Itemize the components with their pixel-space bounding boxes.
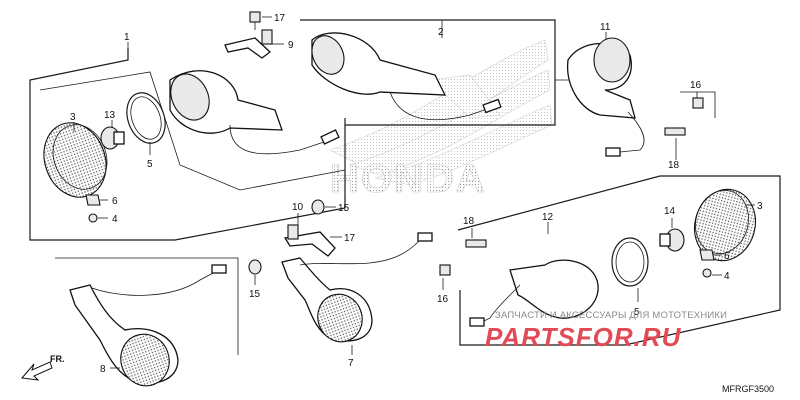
honda-logo-text: HONDA [330, 157, 487, 201]
part-8-turn-signal-rear-left [69, 264, 227, 387]
callout-9: 9 [288, 40, 294, 51]
callout-11: 11 [600, 22, 611, 33]
part-14-bulb-right [659, 228, 685, 252]
callout-12: 12 [542, 212, 554, 223]
group-box-8 [55, 257, 239, 355]
diagram-code: MFRGF3500 [722, 384, 774, 394]
part-17-bolt-top [249, 11, 261, 30]
part-18-bolt-mid [465, 239, 487, 248]
callout-numbers: 1 2 3 4 5 6 7 8 9 10 11 12 13 14 15 16 1… [70, 13, 763, 375]
callout-1: 1 [124, 32, 130, 43]
group-box-12 [457, 175, 781, 346]
callout-2: 2 [438, 27, 444, 38]
callout-6: 6 [112, 196, 118, 207]
callout-17: 17 [274, 13, 286, 24]
part-3-lens-left [43, 122, 108, 198]
callout-17-mid: 17 [344, 233, 356, 244]
part-16-nut-top [692, 97, 704, 109]
part-10-bracket [283, 224, 336, 257]
part-15-grommet [248, 199, 325, 275]
part-13-bulb-left [100, 126, 125, 150]
callout-16-mid: 16 [437, 294, 449, 305]
callout-6-right: 6 [724, 251, 730, 262]
group-box-2 [300, 19, 556, 126]
leader-lines [73, 16, 755, 369]
callout-5-right: 5 [634, 307, 640, 318]
part-3-lens-right [694, 188, 756, 262]
part-4-screw-left [88, 213, 98, 223]
callout-7: 7 [348, 358, 354, 369]
callout-4: 4 [112, 214, 118, 225]
part-2-turn-signal-front-right [311, 32, 502, 121]
callout-8: 8 [100, 364, 106, 375]
callout-13: 13 [104, 110, 116, 121]
callout-15-bottom: 15 [249, 289, 261, 300]
callout-3-right: 3 [757, 201, 763, 212]
part-18-bolt-top [664, 127, 686, 136]
part-6-clip-right [699, 249, 715, 261]
bracket-16 [680, 91, 716, 118]
watermark-tagline: ЗАПЧАСТИ И АКСЕССУАРЫ ДЛЯ МОТОТЕХНИКИ [495, 310, 727, 321]
part-4-screw-right [702, 268, 712, 278]
callout-18-mid: 18 [463, 216, 475, 227]
part-5-ring-left [126, 92, 166, 144]
part-6-clip-left [85, 194, 101, 206]
part-5-ring-right [611, 237, 649, 287]
site-watermark: ЗАПЧАСТИ И АКСЕССУАРЫ ДЛЯ МОТОТЕХНИКИ PA… [485, 310, 727, 352]
front-direction-label: FR. [50, 354, 65, 364]
callout-5: 5 [147, 159, 153, 170]
callout-10: 10 [292, 202, 304, 213]
part-11-turn-signal-rear-right [566, 37, 645, 157]
part-1-turn-signal-front-left [169, 70, 340, 155]
callout-18: 18 [668, 160, 680, 171]
watermark-site: PARTSFOR.RU [485, 322, 682, 352]
part-12-turn-signal-rear-left [469, 259, 599, 327]
part-7-turn-signal-rear [281, 232, 433, 343]
callout-4-right: 4 [724, 271, 730, 282]
callout-14: 14 [664, 206, 676, 217]
callout-15: 15 [338, 203, 350, 214]
callout-16: 16 [690, 80, 702, 91]
callout-3: 3 [70, 112, 76, 123]
part-16-nut-mid [439, 264, 451, 276]
front-direction-arrow: FR. [21, 354, 65, 381]
part-9-bracket [224, 29, 273, 59]
group-box-1-inner [39, 71, 346, 191]
